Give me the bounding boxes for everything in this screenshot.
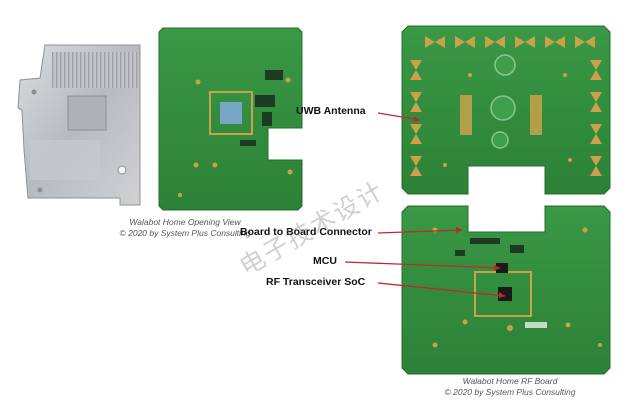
rf-board-caption: Walabot Home RF Board © 2020 by System P… xyxy=(420,376,600,398)
rf-board-title: Walabot Home RF Board xyxy=(462,376,558,386)
uwb-antenna-label: UWB Antenna xyxy=(296,105,366,117)
rf-soc-label: RF Transceiver SoC xyxy=(266,276,366,288)
rf-board-credit: © 2020 by System Plus Consulting xyxy=(444,387,576,397)
opening-view-credit: © 2020 by System Plus Consulting xyxy=(119,228,251,238)
heatsink-shield xyxy=(17,44,141,206)
rf-board xyxy=(401,205,611,375)
opening-view-title: Walabot Home Opening View xyxy=(129,217,241,227)
opening-view-caption: Walabot Home Opening View © 2020 by Syst… xyxy=(95,217,275,239)
board-to-board-label: Board to Board Connector xyxy=(240,226,372,238)
callout-lines xyxy=(344,112,506,297)
uwb-antenna-board xyxy=(401,25,611,195)
opening-view-pcb xyxy=(158,27,303,211)
mcu-label: MCU xyxy=(313,255,337,267)
